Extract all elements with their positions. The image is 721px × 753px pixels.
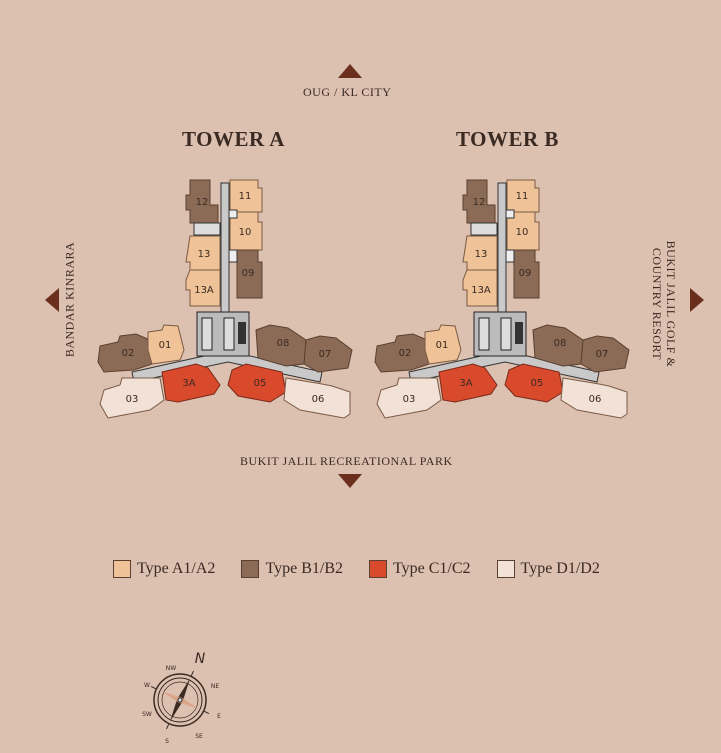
- unit-03[interactable]: 03: [126, 394, 139, 405]
- unit-13[interactable]: 13: [198, 249, 211, 260]
- unit-13[interactable]: 13: [475, 249, 488, 260]
- unit-06[interactable]: 06: [589, 394, 602, 405]
- unit-09[interactable]: 09: [242, 268, 255, 279]
- unit-07[interactable]: 07: [319, 349, 332, 360]
- legend-item-type-d: Type D1/D2: [496, 560, 600, 578]
- unit-01[interactable]: 01: [436, 340, 449, 351]
- south-arrow-icon: [338, 474, 362, 488]
- unit-10[interactable]: 10: [516, 227, 529, 238]
- svg-text:SE: SE: [195, 733, 203, 740]
- legend: Type A1/A2 Type B1/B2 Type C1/C2 Type D1…: [113, 560, 600, 578]
- east-arrow-icon: [690, 288, 704, 312]
- unit-01[interactable]: 01: [159, 340, 172, 351]
- unit-02[interactable]: 02: [122, 348, 135, 359]
- unit-05[interactable]: 05: [254, 378, 267, 389]
- svg-text:E: E: [217, 713, 221, 720]
- unit-08[interactable]: 08: [554, 338, 567, 349]
- svg-text:NE: NE: [211, 683, 219, 690]
- unit-12[interactable]: 12: [473, 197, 486, 208]
- direction-south: BUKIT JALIL RECREATIONAL PARK: [240, 454, 453, 468]
- swatch: [113, 560, 131, 578]
- unit-13a[interactable]: 13A: [471, 285, 491, 296]
- unit-10[interactable]: 10: [239, 227, 252, 238]
- unit-02[interactable]: 02: [399, 348, 412, 359]
- svg-text:S: S: [165, 738, 169, 745]
- swatch: [368, 560, 387, 578]
- unit-03[interactable]: 03: [403, 394, 416, 405]
- direction-north: OUG / KL CITY: [303, 85, 392, 99]
- tower-b-plan: 12 11 10 09 13 13A 02 01 03 3A 05 06 08 …: [374, 179, 630, 419]
- svg-text:N: N: [195, 651, 206, 667]
- unit-06[interactable]: 06: [312, 394, 325, 405]
- unit-13a[interactable]: 13A: [194, 285, 214, 296]
- unit-12[interactable]: 12: [196, 197, 209, 208]
- svg-text:W: W: [144, 682, 150, 689]
- swatch: [241, 560, 260, 578]
- compass-icon: N NE E SE S SW W NW: [142, 651, 221, 745]
- tower-a-title: TOWER A: [182, 127, 285, 151]
- tower-b-title: TOWER B: [456, 127, 559, 151]
- legend-item-type-b: Type B1/B2: [241, 560, 343, 578]
- legend-item-type-c: Type C1/C2: [368, 560, 471, 578]
- unit-11[interactable]: 11: [239, 191, 252, 202]
- unit-11[interactable]: 11: [516, 191, 529, 202]
- swatch: [496, 560, 515, 578]
- unit-07[interactable]: 07: [596, 349, 609, 360]
- unit-3a[interactable]: 3A: [182, 378, 195, 389]
- svg-text:SW: SW: [142, 711, 152, 718]
- west-arrow-icon: [45, 288, 59, 312]
- unit-3a[interactable]: 3A: [459, 378, 472, 389]
- unit-08[interactable]: 08: [277, 338, 290, 349]
- unit-05[interactable]: 05: [531, 378, 544, 389]
- unit-09[interactable]: 09: [519, 268, 532, 279]
- tower-a-plan: 12 11 10 09 13 13A 02 01 03 3A 05 06 08 …: [97, 179, 353, 419]
- legend-item-type-a: Type A1/A2: [113, 560, 215, 578]
- towers-plan: 12 11 10 09 13 13A 02 01 03 3A 05 06 08 …: [97, 179, 630, 419]
- north-arrow-icon: [338, 64, 362, 78]
- svg-text:NW: NW: [166, 665, 176, 672]
